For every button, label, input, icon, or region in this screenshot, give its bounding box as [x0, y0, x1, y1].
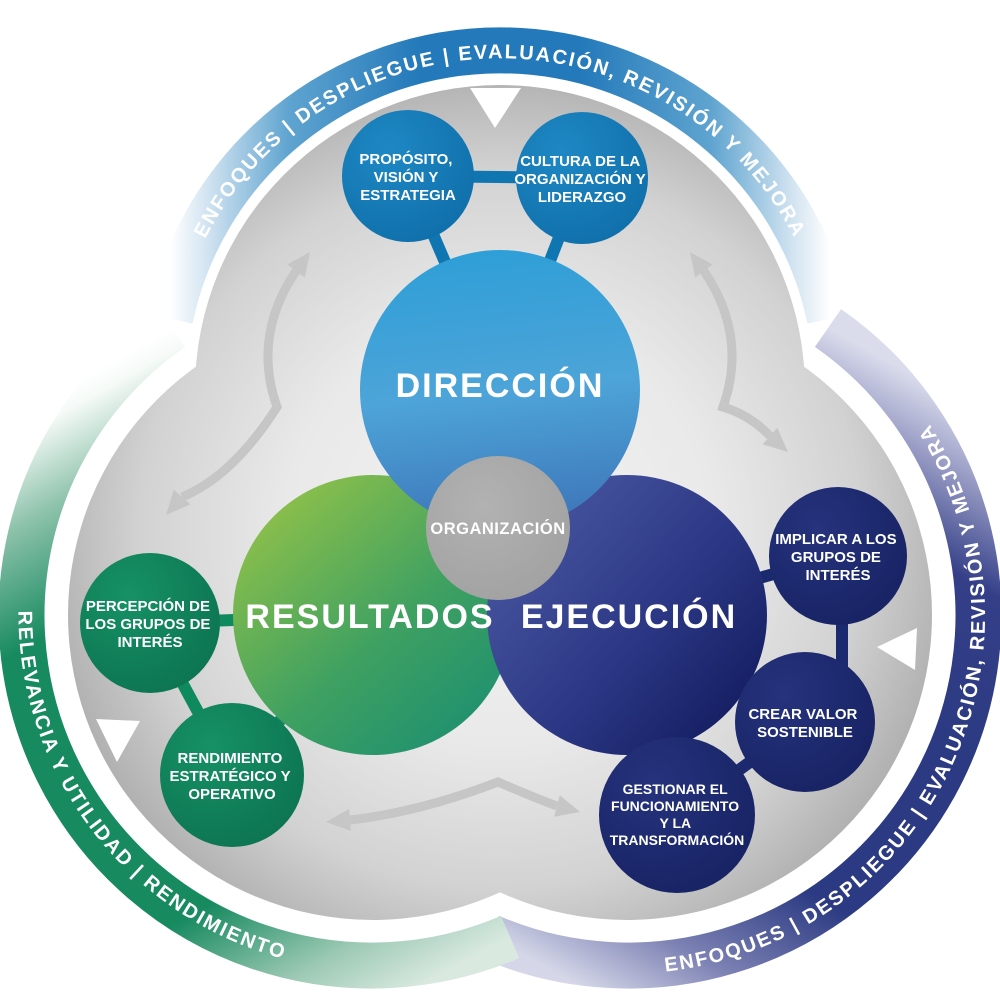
circle-rendimiento: [160, 703, 304, 847]
gestionar-line-2: FUNCIONAMIENTO: [611, 798, 739, 814]
arrowhead-bottom-left-icon: [326, 809, 351, 831]
cultura-line-3: LIDERAZGO: [538, 189, 627, 206]
gestionar-line-3: Y LA: [659, 815, 691, 831]
lobe-resultados-label: RESULTADOS: [245, 598, 494, 636]
crear-line-2: SOSTENIBLE: [757, 724, 853, 741]
outer-ring-top-arc: [147, 27, 853, 324]
arrowhead-bottom-right-icon: [554, 795, 580, 817]
outer-ring-right-arc: [480, 309, 1000, 989]
center-circle-group: ORGANIZACIÓN: [426, 456, 570, 600]
gestionar-line-1: GESTIONAR EL: [623, 781, 728, 797]
implicar-line-3: INTERÉS: [805, 567, 870, 584]
circle-implicar: [769, 487, 907, 625]
crear-line-1: CREAR VALOR: [748, 706, 857, 723]
lobe-direccion: [360, 250, 640, 530]
lobe-direccion-label: DIRECCIÓN: [396, 367, 605, 405]
flow-triangle-right-icon: [877, 628, 917, 670]
circle-cultura-label: CULTURA DE LA ORGANIZACIÓN Y LIDERAZGO: [514, 153, 649, 206]
circle-crear: [735, 652, 875, 792]
cultura-line-1: CULTURA DE LA: [520, 153, 640, 170]
circle-gestionar-label: GESTIONAR EL FUNCIONAMIENTO Y LA TRANSFO…: [610, 781, 745, 848]
cycle-arrowheads: [166, 252, 788, 831]
right-cycle-arrow: [700, 268, 774, 440]
flow-triangles: [96, 88, 917, 762]
circle-proposito: [342, 110, 474, 242]
outer-ring-left-arc: [0, 309, 520, 989]
percepcion-line-3: INTERÉS: [117, 634, 182, 651]
lobe-ejecucion-label: EJECUCIÓN: [521, 598, 737, 636]
arrowhead-down-left-icon: [166, 489, 191, 515]
circle-implicar-label: IMPLICAR A LOS GRUPOS DE INTERÉS: [775, 531, 901, 584]
circle-proposito-label: PROPÓSITO, VISIÓN Y ESTRATEGIA: [359, 150, 456, 204]
proposito-line-3: ESTRATEGIA: [360, 187, 456, 204]
flow-triangle-top-icon: [470, 88, 521, 128]
circle-percepcion: [80, 553, 220, 693]
cultura-line-2: ORGANIZACIÓN Y: [514, 170, 645, 188]
percepcion-line-1: PERCEPCIÓN DE: [86, 597, 210, 615]
proposito-line-2: VISIÓN Y: [374, 168, 439, 186]
organizacion-circle: [426, 456, 570, 600]
proposito-line-1: PROPÓSITO,: [359, 150, 452, 168]
circle-crear-label: CREAR VALOR SOSTENIBLE: [748, 706, 861, 741]
organizacion-label: ORGANIZACIÓN: [430, 519, 565, 538]
arrowhead-down-right-icon: [762, 427, 788, 452]
cycle-arrows: [180, 268, 774, 825]
arrowhead-up-left-icon: [287, 252, 310, 278]
satellite-circles: PROPÓSITO, VISIÓN Y ESTRATEGIA CULTURA D…: [80, 110, 907, 893]
gestionar-line-4: TRANSFORMACIÓN: [610, 831, 745, 848]
implicar-line-1: IMPLICAR A LOS: [775, 531, 896, 548]
circle-rendimiento-label: RENDIMIENTO ESTRATÉGICO Y OPERATIVO: [169, 750, 294, 803]
percepcion-line-2: LOS GRUPOS DE: [85, 616, 210, 633]
rendimiento-line-2: ESTRATÉGICO Y: [169, 768, 290, 785]
bottom-cycle-arrow: [349, 777, 559, 825]
rendimiento-line-3: OPERATIVO: [188, 786, 276, 803]
left-cycle-arrow: [180, 268, 300, 502]
rendimiento-line-1: RENDIMIENTO: [178, 750, 283, 767]
flow-triangle-left-icon: [96, 719, 140, 762]
circle-gestionar: [599, 737, 755, 893]
implicar-line-2: GRUPOS DE: [791, 549, 881, 566]
arrowhead-up-right-icon: [690, 252, 713, 278]
circle-percepcion-label: PERCEPCIÓN DE LOS GRUPOS DE INTERÉS: [85, 597, 214, 651]
circle-cultura: [516, 112, 648, 244]
